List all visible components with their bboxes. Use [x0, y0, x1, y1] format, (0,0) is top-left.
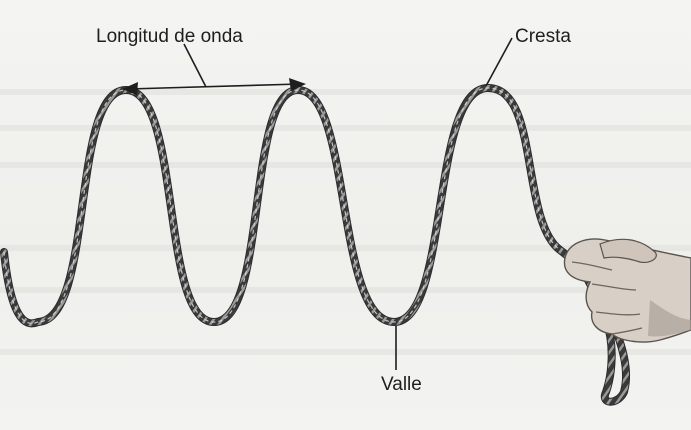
thumb [599, 238, 657, 263]
wavelength-label: Longitud de onda [96, 26, 243, 47]
wavelength-arrowhead-left [122, 82, 138, 95]
hand-shade [648, 300, 691, 337]
background-texture [0, 89, 691, 355]
wavelength-arrow-shaft [127, 83, 301, 90]
wavelength-arrowhead-right [289, 78, 306, 91]
annotations [122, 37, 513, 370]
wavelength-leader-line [183, 43, 207, 88]
trough-label: Valle [381, 374, 422, 395]
crest-leader-line [485, 37, 513, 87]
hand-illustration [563, 238, 691, 343]
finger-lines [571, 261, 643, 335]
crest-label: Cresta [515, 26, 571, 47]
rope-highlight [3, 87, 561, 324]
